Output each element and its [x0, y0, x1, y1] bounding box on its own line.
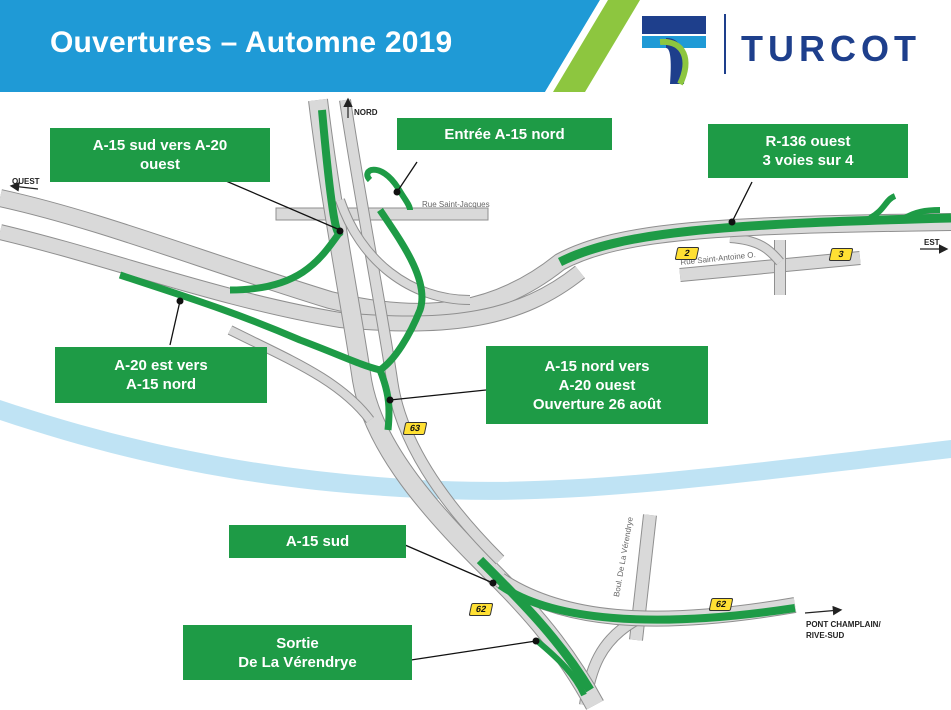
exit-shield-63: 63 — [402, 422, 428, 435]
callout-line: A-15 nord — [125, 376, 196, 393]
callout-sortie-verendrye: Sortie De La Vérendrye — [183, 625, 412, 680]
callout-line: Entrée A-15 nord — [444, 125, 565, 143]
brand-name: TURCOT — [741, 28, 921, 69]
callout-a15sud-a20ouest: A-15 sud vers A-20 ouest — [50, 128, 270, 182]
banner-blue — [0, 0, 600, 92]
callout-line: De La Vérendrye — [238, 653, 357, 671]
label-nord: NORD — [354, 108, 378, 117]
turcot-logo-icon — [642, 16, 706, 86]
label-est: EST — [924, 238, 940, 247]
callout-line: R-136 ouest — [765, 133, 851, 150]
exit-shield-62: 62 — [468, 603, 494, 616]
exit-shield-2: 2 — [674, 247, 700, 260]
canal-de-lachine — [0, 400, 951, 500]
callout-a20est-a15nord: A-20 est vers A-15 nord — [55, 347, 267, 403]
new-open-segments — [118, 109, 951, 697]
exit-shield-62-east: 62 — [708, 598, 734, 611]
callout-line: Sortie — [276, 634, 319, 652]
callout-line: ouest — [139, 156, 180, 173]
callout-a15sud: A-15 sud — [229, 525, 406, 558]
logo-divider — [724, 14, 726, 74]
label-pont-champlain: PONT CHAMPLAIN/ — [806, 620, 881, 629]
callout-line: A-20 ouest — [558, 376, 636, 394]
banner-green — [553, 0, 640, 92]
callout-line: Ouverture 26 août — [532, 395, 662, 413]
callout-leaders — [169, 161, 753, 661]
exit-shield-3: 3 — [828, 248, 854, 261]
callout-line: A-20 est vers — [114, 357, 208, 374]
west-arrow-icon — [9, 182, 39, 192]
callout-line: 3 voies sur 4 — [762, 152, 854, 169]
label-rive-sud: RIVE-SUD — [806, 631, 845, 640]
label-rue-saint-jacques: Rue Saint-Jacques — [422, 200, 490, 209]
header-banner: Ouvertures – Automne 2019 TURCOT — [0, 0, 951, 92]
rue-saint-antoine-streets — [679, 233, 861, 295]
callout-line: A-15 sud vers A-20 — [92, 137, 228, 154]
callout-entree-a15nord: Entrée A-15 nord — [397, 118, 612, 150]
callout-line: A-15 sud — [285, 533, 350, 550]
banner-divider — [545, 0, 608, 92]
label-ouest: OUEST — [12, 177, 40, 186]
callout-line: A-15 nord vers — [544, 357, 650, 375]
callout-a15nord-a20ouest: A-15 nord vers A-20 ouest Ouverture 26 a… — [486, 346, 708, 424]
banner-shape — [0, 0, 640, 92]
callout-dots — [176, 188, 736, 645]
callout-r136ouest: R-136 ouest 3 voies sur 4 — [708, 124, 908, 178]
page-title: Ouvertures – Automne 2019 — [50, 26, 453, 59]
pont-champlain-arrow-icon — [804, 605, 843, 616]
